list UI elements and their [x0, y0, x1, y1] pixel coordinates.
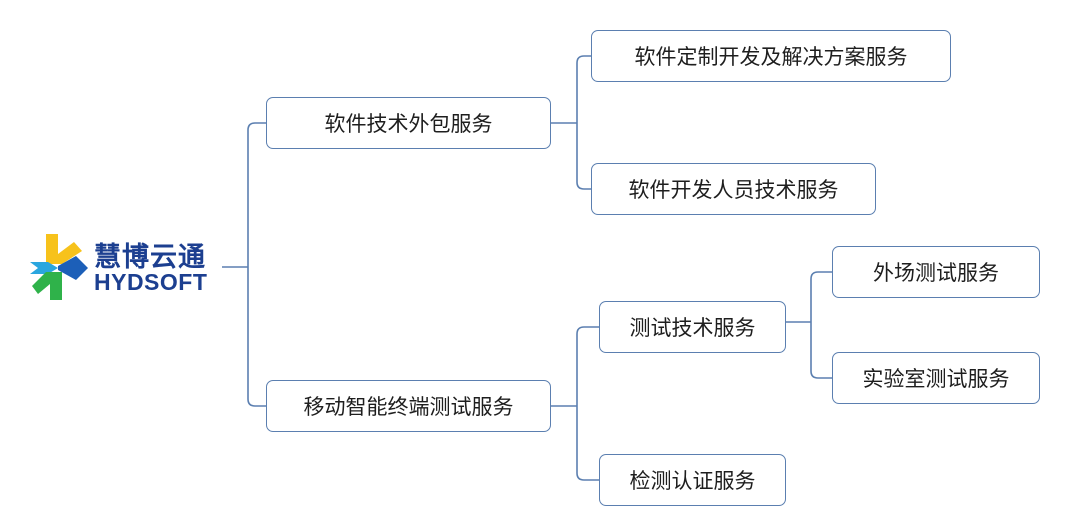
connector-test-tech-bracket: [810, 271, 832, 379]
node-lab-testing[interactable]: 实验室测试服务: [832, 352, 1040, 404]
node-test-tech-services[interactable]: 测试技术服务: [599, 301, 786, 353]
node-developer-services[interactable]: 软件开发人员技术服务: [591, 163, 876, 215]
node-label: 检测认证服务: [629, 469, 756, 493]
node-certification[interactable]: 检测认证服务: [599, 454, 786, 506]
connector-branch-1-bracket: [576, 55, 591, 190]
node-software-outsourcing[interactable]: 软件技术外包服务: [266, 97, 551, 149]
logo-name-en: HYDSOFT: [94, 269, 208, 295]
node-mobile-testing[interactable]: 移动智能终端测试服务: [266, 380, 551, 432]
node-label: 外场测试服务: [873, 261, 999, 285]
hydsoft-logo: 慧博云通 HYDSOFT: [28, 232, 228, 302]
node-custom-development[interactable]: 软件定制开发及解决方案服务: [591, 30, 951, 82]
node-label: 软件技术外包服务: [324, 112, 493, 136]
connector-root-bracket: [247, 122, 266, 407]
node-label: 软件定制开发及解决方案服务: [634, 45, 908, 69]
logo-name-cn: 慧博云通: [94, 242, 206, 273]
node-field-testing[interactable]: 外场测试服务: [832, 246, 1040, 298]
node-label: 实验室测试服务: [862, 367, 1010, 391]
node-label: 软件开发人员技术服务: [628, 178, 839, 202]
node-label: 测试技术服务: [629, 316, 756, 340]
node-label: 移动智能终端测试服务: [303, 395, 514, 419]
hydsoft-logo-icon: [30, 234, 88, 300]
connector-branch-2-bracket: [576, 326, 599, 481]
